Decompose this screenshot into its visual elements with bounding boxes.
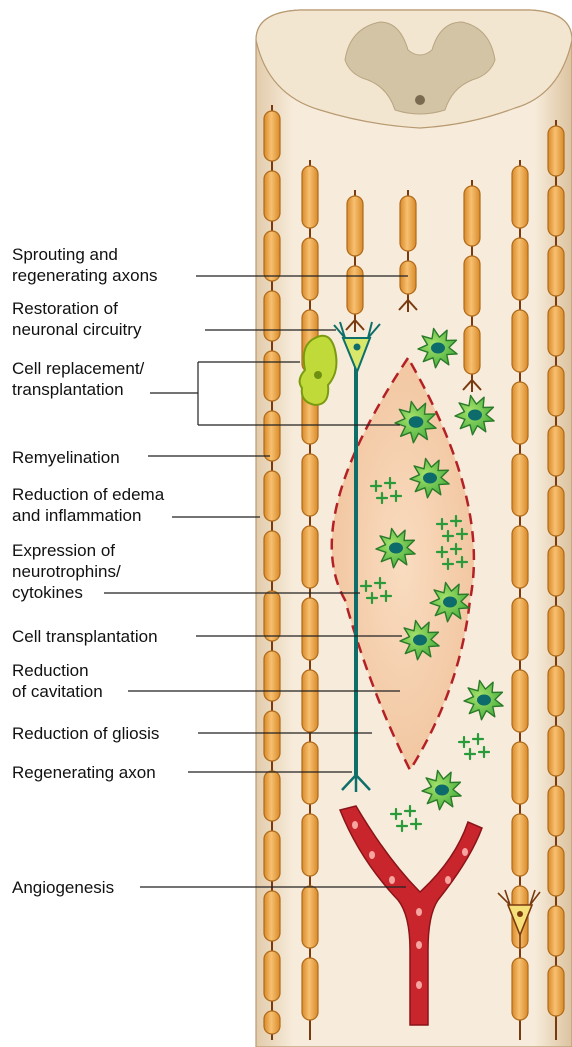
myelin-segment (264, 531, 280, 581)
myelin-segment (548, 366, 564, 416)
label-cavitation-line1: Reduction (12, 661, 89, 680)
label-cell-replacement-line1: Cell replacement/ (12, 359, 145, 378)
myelin-segment (512, 598, 528, 660)
myelin-segment (264, 591, 280, 641)
label-sprouting-line2: regenerating axons (12, 266, 158, 285)
label-angiogenesis: Angiogenesis (12, 878, 114, 897)
myelin-segment (302, 454, 318, 516)
myelinated-axon (463, 180, 481, 392)
myelin-segment (302, 886, 318, 948)
myelin-segment (302, 526, 318, 588)
myelin-segment (548, 546, 564, 596)
myelin-segment (400, 196, 416, 251)
label-restoration-line1: Restoration of (12, 299, 118, 318)
myelin-segment (264, 711, 280, 761)
label-edema-line2: and inflammation (12, 506, 141, 525)
myelin-segment (548, 306, 564, 356)
myelin-segment (400, 261, 416, 294)
label-restoration-line2: neuronal circuitry (12, 320, 142, 339)
myelin-segment (548, 486, 564, 536)
label-cell-transplantation: Cell transplantation (12, 627, 158, 646)
myelin-segment (264, 231, 280, 281)
myelin-segment (512, 670, 528, 732)
myelin-segment (548, 126, 564, 176)
myelin-segment (512, 166, 528, 228)
label-neurotrophins-line3: cytokines (12, 583, 83, 602)
myelin-segment (464, 256, 480, 316)
myelinated-axon (302, 160, 318, 1040)
myelin-segment (548, 786, 564, 836)
label-edema-line1: Reduction of edema (12, 485, 165, 504)
myelin-segment (264, 951, 280, 1001)
myelin-segment (302, 238, 318, 300)
myelin-segment (302, 958, 318, 1020)
myelin-segment (264, 891, 280, 941)
myelin-segment (512, 382, 528, 444)
label-neurotrophins-line2: neurotrophins/ (12, 562, 121, 581)
myelin-segment (264, 651, 280, 701)
myelin-segment (512, 454, 528, 516)
myelin-segment (264, 471, 280, 521)
myelin-segment (548, 966, 564, 1016)
myelin-segment (512, 742, 528, 804)
myelinated-axon (264, 105, 280, 1040)
myelin-segment (512, 958, 528, 1020)
myelin-segment (548, 426, 564, 476)
myelin-segment (264, 771, 280, 821)
myelin-segment (548, 846, 564, 896)
label-regenerating-axon: Regenerating axon (12, 763, 156, 782)
myelin-segment (548, 606, 564, 656)
myelin-segment (347, 266, 363, 314)
myelin-segment (548, 186, 564, 236)
label-remyelination: Remyelination (12, 448, 120, 467)
myelin-segment (302, 814, 318, 876)
myelin-segment (302, 166, 318, 228)
myelin-segment (264, 111, 280, 161)
myelin-segment (548, 906, 564, 956)
myelin-segment (347, 196, 363, 256)
label-cavitation-line2: of cavitation (12, 682, 103, 701)
myelin-segment (264, 351, 280, 401)
myelin-segment (264, 291, 280, 341)
central-canal (415, 95, 425, 105)
myelin-segment (464, 186, 480, 246)
myelin-segment (264, 1011, 280, 1034)
myelin-segment (302, 670, 318, 732)
label-gliosis: Reduction of gliosis (12, 724, 159, 743)
myelin-segment (464, 326, 480, 374)
myelin-segment (548, 666, 564, 716)
myelin-segment (548, 246, 564, 296)
myelin-segment (264, 411, 280, 461)
myelin-segment (264, 171, 280, 221)
myelin-segment (264, 831, 280, 881)
myelin-segment (512, 310, 528, 372)
label-sprouting-line1: Sprouting and (12, 245, 118, 264)
myelin-segment (512, 814, 528, 876)
myelin-segment (548, 726, 564, 776)
myelin-segment (302, 598, 318, 660)
myelin-segment (512, 238, 528, 300)
myelin-segment (512, 526, 528, 588)
svg-text:Cell replacement/transplantati: Cell replacement/transplantation (12, 359, 145, 399)
label-cell-replacement-line2: transplantation (12, 380, 124, 399)
label-neurotrophins-line1: Expression of (12, 541, 115, 560)
myelin-segment (302, 742, 318, 804)
